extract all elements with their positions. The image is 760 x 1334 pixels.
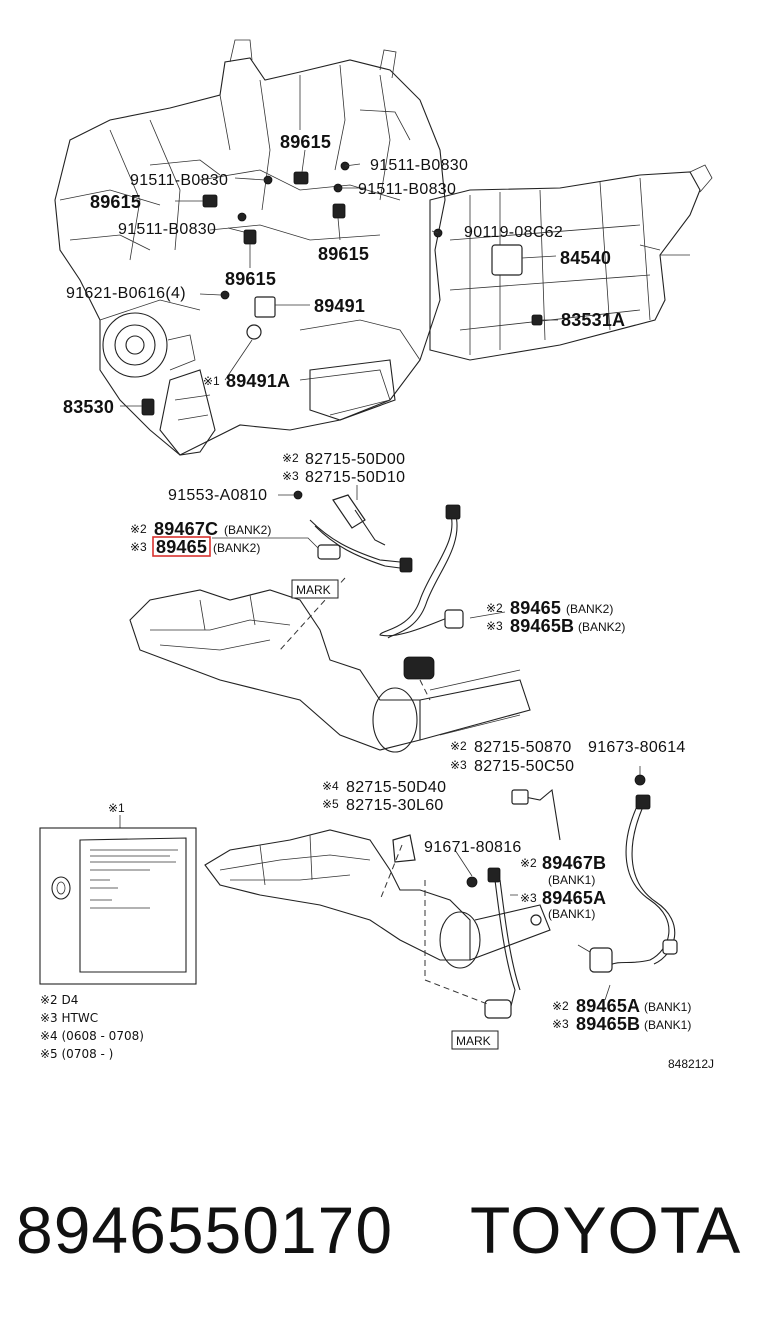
label-91621-b0616: 91621-B0616(4) xyxy=(66,285,186,302)
label-89467c: 89467C xyxy=(154,519,218,539)
label-89615: 89615 xyxy=(318,244,369,264)
label-bank: (BANK1) xyxy=(644,1000,691,1014)
bank1-sensor-drawing xyxy=(39,766,678,1019)
label-91511-b0830: 91511-B0830 xyxy=(358,181,456,198)
label-bank: (BANK2) xyxy=(578,620,625,634)
label-bank: (BANK1) xyxy=(644,1018,691,1032)
label-84540: 84540 xyxy=(560,248,611,268)
bank2-sensor-drawing xyxy=(129,485,531,753)
label-90119-08c62: 90119-08C62 xyxy=(464,224,563,241)
label-note-mark: ※3 xyxy=(552,1017,569,1031)
label-note-mark: ※1 xyxy=(108,801,125,815)
label-bank: (BANK2) xyxy=(213,541,260,555)
label-91511-b0830: 91511-B0830 xyxy=(130,172,228,189)
label-89465: 89465 xyxy=(510,598,561,618)
label-mark: MARK xyxy=(296,583,331,597)
label-89465a: 89465A xyxy=(542,888,606,908)
label-bank: (BANK1) xyxy=(548,907,595,921)
label-note-mark: ※3 xyxy=(130,540,147,554)
label-note-mark: ※3 xyxy=(486,619,503,633)
label-91553-a0810: 91553-A0810 xyxy=(168,487,267,504)
label-89491a: 89491A xyxy=(226,371,290,391)
label-note-mark: ※2 xyxy=(130,522,147,536)
label-89615: 89615 xyxy=(90,192,141,212)
figure-code: 848212J xyxy=(668,1057,714,1071)
label-91673-80614: 91673-80614 xyxy=(588,739,686,756)
label-note-mark: ※5 xyxy=(322,797,339,811)
label-91511-b0830: 91511-B0830 xyxy=(370,157,468,174)
label-note-mark: ※3 xyxy=(450,758,467,772)
label-89465b: 89465B xyxy=(510,616,574,636)
label-82715-50870: 82715-50870 xyxy=(474,739,572,756)
label-note-mark: ※4 xyxy=(322,779,339,793)
mark-box xyxy=(451,1030,499,1050)
label-91671-80816: 91671-80816 xyxy=(424,839,522,856)
label-89467b: 89467B xyxy=(542,853,606,873)
label-82715-50c50: 82715-50C50 xyxy=(474,758,574,775)
label-note-mark: ※2 xyxy=(486,601,503,615)
footnote-htwc: ※3 HTWC xyxy=(40,1011,98,1025)
label-note-mark: ※3 xyxy=(282,469,299,483)
footnote-d4: ※2 D4 xyxy=(40,993,78,1007)
label-note-mark: ※3 xyxy=(520,891,537,905)
footnote-period-1: ※4 (0608 - 0708) xyxy=(40,1029,144,1043)
label-note-mark: ※2 xyxy=(450,739,467,753)
label-89491: 89491 xyxy=(314,296,365,316)
label-mark: MARK xyxy=(456,1034,491,1048)
label-bank: (BANK2) xyxy=(566,602,613,616)
label-bank: (BANK2) xyxy=(224,523,271,537)
footer: 8946550170 TOYOTA xyxy=(0,1190,760,1270)
footnote-period-2: ※5 (0708 - ) xyxy=(40,1047,113,1061)
label-82715-30l60: 82715-30L60 xyxy=(346,797,444,814)
label-89465a: 89465A xyxy=(576,996,640,1016)
label-89615: 89615 xyxy=(280,132,331,152)
label-note-mark: ※2 xyxy=(282,451,299,465)
label-91511-b0830: 91511-B0830 xyxy=(118,221,216,238)
label-89465b: 89465B xyxy=(576,1014,640,1034)
brand-name: TOYOTA xyxy=(470,1193,742,1267)
engine-transmission-drawing xyxy=(54,39,713,456)
label-bank: (BANK1) xyxy=(548,873,595,887)
part-labels: 91511-B0830 89615 89615 91511-B0830 9151… xyxy=(40,132,714,1071)
label-89615: 89615 xyxy=(225,269,276,289)
label-83531a: 83531A xyxy=(561,310,625,330)
label-note-mark: ※2 xyxy=(520,856,537,870)
label-82715-50d00: 82715-50D00 xyxy=(305,451,405,468)
label-note-mark: ※1 xyxy=(203,374,220,388)
label-89465-highlighted[interactable]: 89465 xyxy=(156,537,207,557)
label-83530: 83530 xyxy=(63,397,114,417)
highlight-box xyxy=(152,536,211,557)
label-82715-50d40: 82715-50D40 xyxy=(346,779,446,796)
label-note-mark: ※2 xyxy=(552,999,569,1013)
mark-box xyxy=(291,579,339,599)
label-82715-50d10: 82715-50D10 xyxy=(305,469,405,486)
part-number: 8946550170 xyxy=(16,1193,394,1267)
